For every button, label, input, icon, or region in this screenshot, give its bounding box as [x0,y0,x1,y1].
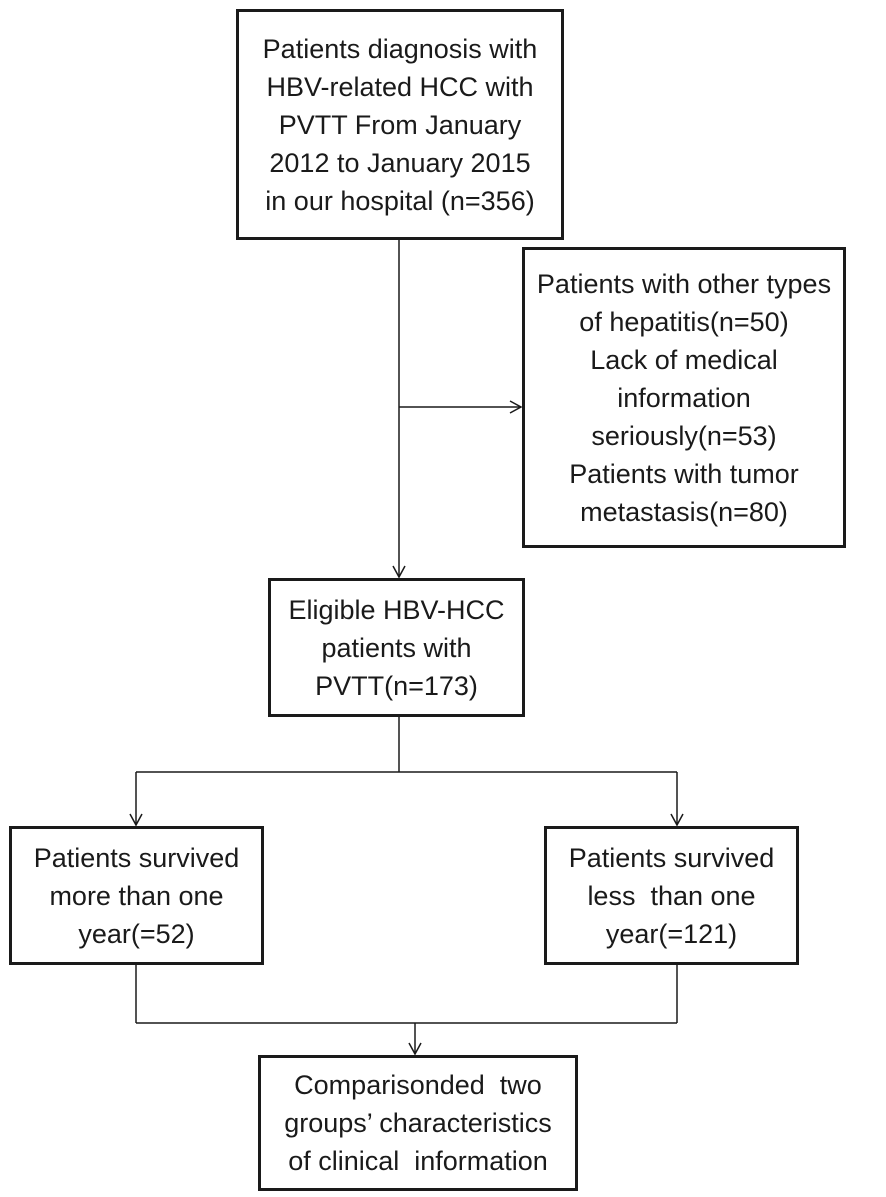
box-line: patients with [321,632,472,663]
box-line: seriously(n=53) [591,420,777,451]
box-line: Patients with other types [536,268,832,299]
box-line: HBV-related HCC with [266,71,534,102]
box-line: in our hospital (n=356) [265,185,535,216]
box-line: PVTT From January [278,109,522,140]
box-initial-cohort: Patients diagnosis with HBV-related HCC … [236,9,564,240]
box-line: Comparisonded two [294,1070,542,1100]
box-line: year(=121) [605,918,738,949]
box-line: year(=52) [78,918,195,949]
box-line: groups’ characteristics [284,1108,552,1138]
box-line: information [617,382,751,413]
box-line: of clinical information [288,1146,548,1176]
box-survived-more: Patients survived more than one year(=52… [9,826,264,965]
box-line: PVTT(n=173) [315,670,478,701]
box-line: 2012 to January 2015 [269,147,531,178]
box-line: Patients with tumor [569,458,799,489]
box-line: Lack of medical [590,344,778,375]
box-line: less than one [587,880,756,911]
box-comparison: Comparisonded two groups’ characteristic… [258,1055,578,1191]
box-line: metastasis(n=80) [580,496,788,527]
box-exclusions: Patients with other types of hepatitis(n… [522,247,846,548]
box-survived-less: Patients survived less than one year(=12… [544,826,799,965]
box-line: Patients survived [568,842,775,873]
box-line: more than one [49,880,224,911]
box-line: of hepatitis(n=50) [579,306,789,337]
box-line: Eligible HBV-HCC [288,594,505,625]
box-eligible: Eligible HBV-HCC patients with PVTT(n=17… [268,578,525,717]
box-line: Patients diagnosis with [262,33,538,64]
box-line: Patients survived [33,842,240,873]
